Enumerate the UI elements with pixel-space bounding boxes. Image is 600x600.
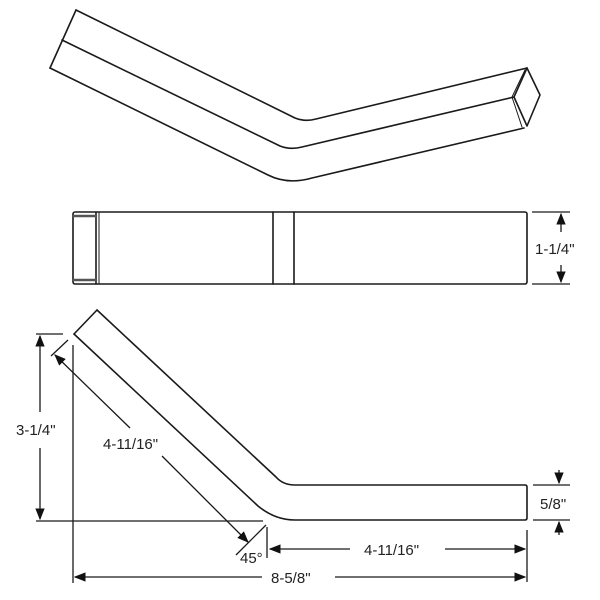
tube-height-label: 1-1/4" bbox=[535, 241, 575, 258]
top-view bbox=[73, 309, 528, 521]
angled-leg-label: 4-11/16" bbox=[103, 436, 158, 453]
angled-leg-dimension bbox=[50, 339, 267, 556]
isometric-view bbox=[49, 9, 541, 182]
overall-height-dimension bbox=[35, 333, 263, 522]
straight-leg-dimension bbox=[268, 530, 528, 582]
overall-height-label: 3-1/4" bbox=[16, 422, 56, 439]
straight-leg-label: 4-11/16" bbox=[364, 542, 419, 559]
tube-width-label: 5/8" bbox=[540, 496, 566, 513]
tube-width-dimension bbox=[533, 470, 570, 535]
bend-angle-label: 45° bbox=[240, 550, 263, 567]
overall-length-dimension bbox=[72, 345, 527, 583]
overall-length-label: 8-5/8" bbox=[271, 570, 311, 587]
side-view bbox=[72, 211, 570, 285]
